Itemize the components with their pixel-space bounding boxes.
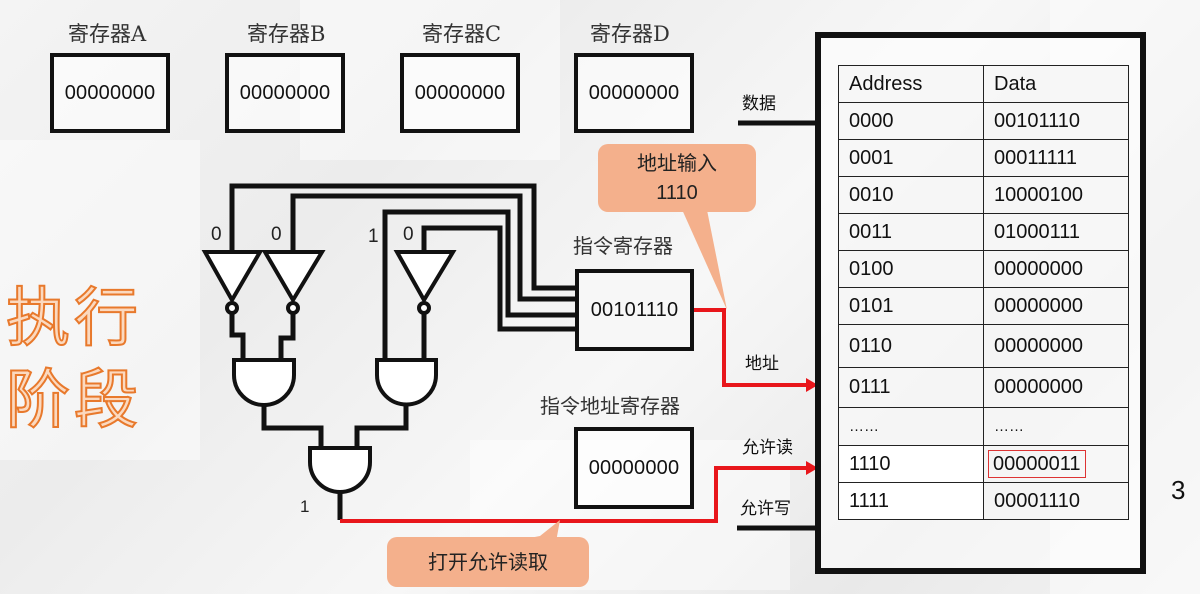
memory-address-cell: 0010 [838,176,984,214]
register-d-box: 00000000 [574,53,694,133]
memory-header-data: Data [983,65,1129,103]
memory-data-cell: 00011111 [983,139,1129,177]
and-gate-2 [375,358,438,407]
and-gate-1 [232,358,296,407]
memory-address-cell: 0001 [838,139,984,177]
memory-data-cell: …… [983,407,1129,446]
memory-address-cell: 0000 [838,102,984,140]
inv2-out-wire [278,314,296,360]
inv1-out-wire [229,314,246,360]
instruction-register-title: 指令寄存器 [573,234,673,258]
address-wire [694,308,808,387]
and-gate-3 [308,446,372,494]
read-callout-pointer [508,520,560,542]
memory-data-cell: 00001110 [983,482,1129,520]
memory-data-cell: 01000111 [983,213,1129,251]
bit-label-1: 0 [211,224,222,245]
inverter-bubble-3 [417,301,431,315]
address-input-callout-line2: 1110 [656,182,698,204]
memory-address-cell: 0111 [838,367,984,408]
register-c-title: 寄存器C [422,22,502,46]
memory-header-row: Address Data [838,65,1129,103]
memory-data-cell: 00000000 [983,287,1129,325]
address-input-callout-line1: 地址输入 [637,151,717,175]
and1-out-wire [261,404,324,448]
memory-address-cell: 0011 [838,213,984,251]
memory-address-cell: 1111 [838,482,984,520]
write-enable-label: 允许写 [740,499,791,519]
memory-row-ellipsis: ………… [838,407,1129,446]
memory-data-cell: 00101110 [983,102,1129,140]
address-arrowhead [806,378,818,392]
address-callout-pointer [680,205,727,310]
instruction-address-register-box: 00000000 [574,427,694,509]
memory-address-cell: 0110 [838,324,984,368]
register-a-title: 寄存器A [68,22,147,46]
memory-address-cell: …… [838,407,984,446]
bit-label-4: 0 [403,224,414,245]
bit-label-2: 0 [271,224,282,245]
inverter-bubble-1 [225,301,239,315]
memory-address-cell: 1110 [838,445,984,483]
memory-data-cell: 00000000 [983,367,1129,408]
register-c-box: 00000000 [400,53,520,133]
ir-bit-wire-1 [229,183,575,291]
memory-address-cell: 0100 [838,250,984,288]
background-block [0,140,200,460]
read-enable-wire [340,466,808,523]
inverter-bubble-2 [286,301,300,315]
read-enable-arrowhead [806,461,818,475]
memory-data-cell: 00000000 [983,324,1129,368]
memory-data-cell-selected: 00000011 [983,445,1129,483]
inverter-gate-1 [201,250,264,305]
instruction-register-box: 00101110 [575,269,694,351]
register-a-box: 00000000 [50,53,170,133]
data-signal-label: 数据 [742,94,776,114]
memory-data-cell: 10000100 [983,176,1129,214]
page-number: 3 [1171,475,1186,505]
memory-header-address: Address [838,65,984,103]
and-output-label: 1 [300,497,310,516]
open-read-callout: 打开允许读取 [387,537,589,587]
register-b-box: 00000000 [225,53,345,133]
and2-out-wire [354,404,409,448]
ir-bit-wire-4 [421,225,575,332]
slide-title: 执行阶段 [5,281,142,439]
memory-address-cell: 0101 [838,287,984,325]
read-enable-label: 允许读 [742,438,793,458]
ir-bit-wire-2 [290,193,575,302]
instruction-address-register-title: 指令地址寄存器 [540,394,680,418]
bit-label-3: 1 [368,226,379,247]
ir-bit-wire-3 [382,209,575,362]
memory-highlight-box: 00000011 [988,450,1086,478]
inverter-gate-3 [393,250,457,304]
register-d-title: 寄存器D [590,22,670,46]
register-b-title: 寄存器B [247,22,326,46]
address-input-callout: 地址输入 1110 [598,144,756,212]
memory-data-cell: 00000000 [983,250,1129,288]
inverter-gate-2 [261,250,326,304]
address-signal-label: 地址 [745,354,779,374]
